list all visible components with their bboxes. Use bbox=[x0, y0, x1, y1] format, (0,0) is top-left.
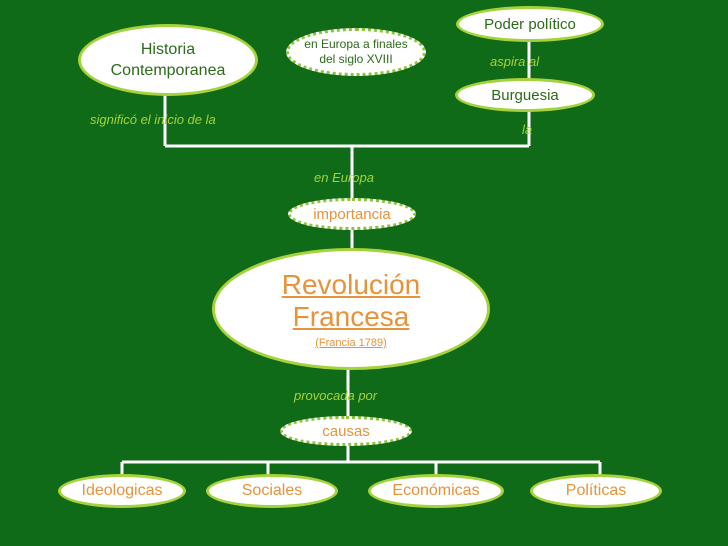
node-causas: causas bbox=[280, 416, 412, 446]
node-economicas-label: Económicas bbox=[392, 482, 480, 499]
link-provocada-por: provocada por bbox=[294, 388, 378, 403]
node-ideologicas-label: Ideologicas bbox=[81, 482, 163, 499]
node-revolucion-subtitle: (Francia 1789) bbox=[315, 337, 387, 349]
node-revolucion-francesa: Revolución Francesa (Francia 1789) bbox=[212, 248, 490, 370]
node-poder-politico: Poder político bbox=[456, 6, 604, 42]
node-importancia: importancia bbox=[288, 198, 416, 230]
link-en-europa: en Europa bbox=[314, 170, 374, 185]
node-en-europa-finales: en Europa a finales del siglo XVIII bbox=[286, 28, 426, 76]
node-en-europa-finales-label: en Europa a finales del siglo XVIII bbox=[304, 37, 408, 66]
node-ideologicas: Ideologicas bbox=[58, 474, 186, 508]
node-causas-label: causas bbox=[322, 422, 370, 440]
node-sociales: Sociales bbox=[206, 474, 338, 508]
node-sociales-label: Sociales bbox=[241, 482, 303, 499]
node-revolucion-title: Revolución Francesa bbox=[281, 269, 421, 332]
node-poder-politico-label: Poder político bbox=[484, 15, 576, 33]
node-economicas: Económicas bbox=[368, 474, 504, 508]
node-burguesia-label: Burguesia bbox=[491, 86, 559, 104]
node-historia-label: Historia Contemporanea bbox=[110, 41, 226, 79]
link-la: la bbox=[522, 122, 533, 137]
link-significo: significó el inicio de la bbox=[90, 112, 216, 127]
node-politicas: Políticas bbox=[530, 474, 662, 508]
node-burguesia: Burguesia bbox=[455, 78, 595, 112]
node-politicas-label: Políticas bbox=[565, 482, 627, 499]
node-historia-contemporanea: Historia Contemporanea bbox=[78, 24, 258, 96]
node-importancia-label: importancia bbox=[313, 205, 391, 223]
link-aspira-al: aspira al bbox=[490, 54, 540, 69]
